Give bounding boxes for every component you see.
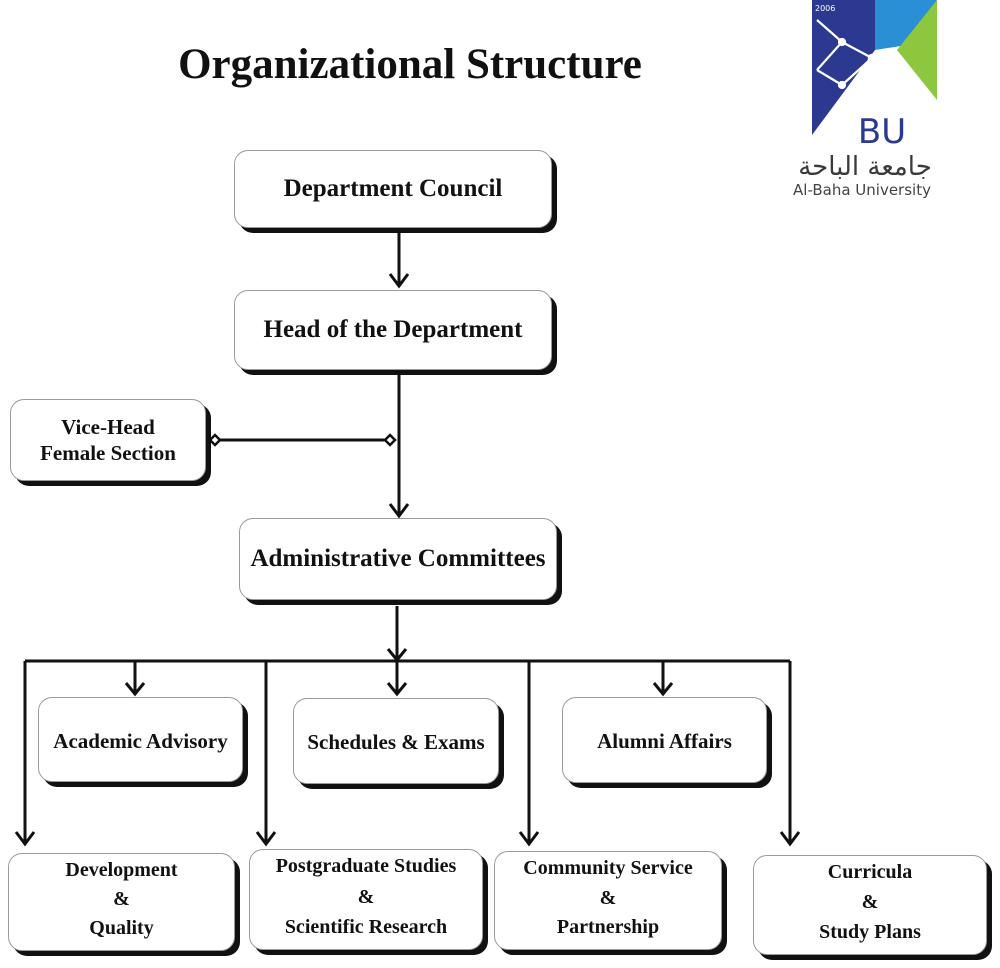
node-curricula-plans[interactable]: Curricula & Study Plans	[753, 855, 987, 955]
al-baha-university-logo: 2006 BU	[812, 0, 937, 152]
node-label-line-1: Curricula	[827, 861, 913, 883]
edge-development-quality-arrowhead	[14, 831, 36, 847]
node-vice-head-female-section[interactable]: Vice-Head Female Section	[10, 399, 206, 481]
edge-community-partnership-arrowhead	[518, 831, 540, 847]
logo-year: 2006	[815, 4, 835, 13]
edge-alumni-affairs-arrowhead	[652, 682, 674, 697]
node-label-line-1: Postgraduate Studies	[275, 855, 457, 877]
node-label-line-3: Scientific Research	[284, 916, 448, 938]
node-department-council[interactable]: Department Council	[234, 150, 552, 228]
node-community-partnership[interactable]: Community Service & Partnership	[494, 851, 722, 950]
diamond-connector-right	[383, 433, 397, 447]
node-alumni-affairs[interactable]: Alumni Affairs	[562, 697, 767, 783]
node-administrative-committees[interactable]: Administrative Committees	[239, 518, 557, 600]
node-label: Academic Advisory	[53, 729, 228, 753]
node-label-line-2: &	[861, 891, 879, 913]
edge-council-head-arrowhead	[388, 273, 410, 289]
node-label-line-1: Vice-Head	[61, 414, 155, 439]
node-academic-advisory[interactable]: Academic Advisory	[38, 697, 243, 782]
node-label-line-3: Partnership	[556, 916, 660, 938]
logo-name-english: Al-Baha University	[793, 181, 931, 199]
logo-blue-panel	[875, 0, 937, 50]
node-label-line-2: &	[113, 888, 130, 910]
diamond-connector-left	[208, 433, 222, 447]
node-development-quality[interactable]: Development & Quality	[8, 853, 235, 951]
logo-initials: BU	[858, 112, 906, 152]
node-label: Administrative Committees	[250, 545, 546, 573]
edge-head-admin-arrowhead	[388, 503, 410, 519]
node-postgraduate-research[interactable]: Postgraduate Studies & Scientific Resear…	[249, 849, 483, 950]
node-label: Department Council	[283, 175, 503, 203]
logo-green-panel	[897, 0, 937, 100]
node-label: Schedules & Exams	[307, 730, 485, 754]
node-label-line-2: &	[599, 886, 617, 909]
node-label-line-2: &	[357, 885, 375, 908]
logo-navy-panel	[812, 0, 875, 135]
node-label-line-2: Female Section	[40, 441, 176, 465]
node-label-line-3: Quality	[89, 917, 154, 939]
page-title: Organizational Structure	[178, 41, 642, 88]
edge-curricula-plans-arrowhead	[779, 831, 801, 847]
node-schedules-exams[interactable]: Schedules & Exams	[293, 698, 499, 784]
node-label-line-1: Community Service	[523, 857, 693, 879]
node-label-line-3: Study Plans	[819, 921, 921, 943]
network-icon	[816, 19, 877, 90]
node-label: Alumni Affairs	[597, 729, 732, 753]
logo-name-arabic: جامعة الباحة	[798, 152, 932, 182]
edge-postgraduate-research-arrowhead	[255, 831, 277, 847]
edge-schedules-exams-arrowhead	[386, 682, 408, 697]
edge-academic-advisory-arrowhead	[124, 682, 146, 697]
node-head-of-department[interactable]: Head of the Department	[234, 290, 552, 370]
node-label: Head of the Department	[263, 316, 523, 344]
node-label-line-1: Development	[65, 859, 178, 881]
